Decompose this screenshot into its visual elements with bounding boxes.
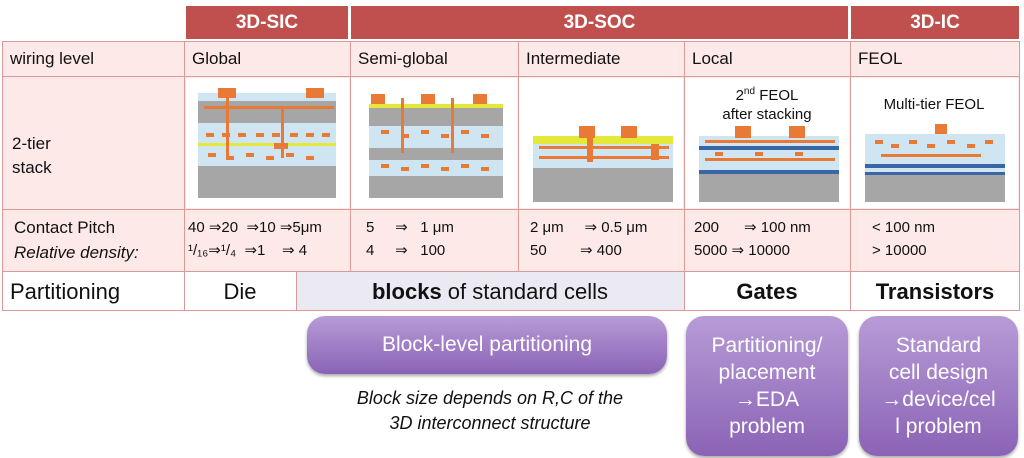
grid-line: [2, 76, 1019, 77]
partition-transistors: Transistors: [875, 278, 995, 304]
grid-line: [2, 271, 1019, 272]
stack-image-global: [186, 78, 349, 208]
pitch-local-l2: 5000 ⇒ 10000: [694, 242, 790, 259]
stack-image-semi-global: [351, 78, 517, 208]
wiring-global: Global: [192, 49, 242, 68]
blocks-bold-text: blocks: [371, 278, 442, 304]
relative-density-label: Relative density:: [14, 243, 139, 262]
intermediate-stack-diagram: [533, 126, 673, 202]
pitch-feol-l1: < 100 nm: [872, 219, 935, 236]
pitch-local-l1: 200 ⇒ 100 nm: [694, 219, 811, 236]
header-3d-sic: 3D-SIC: [186, 6, 348, 39]
row-wiring-level-bg: [2, 42, 1019, 76]
header-3d-soc: 3D-SOC: [351, 6, 848, 39]
stack-image-feol: [851, 78, 1018, 208]
partition-die: Die: [223, 278, 257, 304]
stack-image-intermediate: [519, 78, 683, 208]
partitioning-label: Partitioning: [10, 278, 121, 304]
global-stack-diagram: [198, 88, 336, 198]
blocks-rest-text: of standard cells: [441, 278, 608, 304]
stack-label-line2: stack: [12, 158, 52, 177]
local-caption: 2nd FEOL after stacking: [722, 86, 812, 123]
grid-line: [850, 41, 851, 311]
block-level-partitioning-pill: Block-level partitioning: [307, 316, 667, 374]
grid-line: [2, 41, 1019, 42]
pitch-global-l2: ¹/₁₆⇒¹/₄ ⇒1 ⇒ 4: [188, 242, 308, 259]
grid-line: [2, 41, 3, 311]
pitch-inter-l2: 50 ⇒ 400: [530, 242, 622, 259]
stack-image-local: [685, 78, 849, 208]
row-pitch-bg: [2, 210, 1019, 271]
grid-line: [350, 41, 351, 272]
wiring-semi-global: Semi-global: [358, 49, 448, 68]
pitch-semi-l1: 5 ⇒ 1 μm: [366, 219, 454, 236]
feol-caption: Multi-tier FEOL: [883, 96, 985, 113]
contact-pitch-label: Contact Pitch: [14, 218, 116, 237]
eda-problem-pill: Partitioning/ placement →EDA problem: [686, 316, 848, 456]
grid-line: [2, 209, 1019, 210]
wiring-level-label: wiring level: [10, 49, 95, 68]
pitch-global-l1: 40 ⇒20 ⇒10 ⇒5μm: [188, 219, 322, 236]
blocks-highlight: [297, 272, 684, 310]
device-problem-pill: Standard cell design →device/cel l probl…: [859, 316, 1018, 456]
pitch-inter-l1: 2 μm ⇒ 0.5 μm: [530, 219, 648, 236]
pitch-semi-l2: 4 ⇒ 100: [366, 242, 446, 259]
pitch-feol-l2: > 10000: [872, 242, 927, 259]
block-size-note: Block size depends on R,C of the 3D inte…: [356, 388, 624, 433]
partition-gates: Gates: [736, 278, 798, 304]
header-3d-ic: 3D-IC: [851, 6, 1019, 39]
wiring-local: Local: [692, 49, 733, 68]
grid-line: [1019, 41, 1020, 311]
stack-label-line1: 2-tier: [12, 134, 51, 153]
wiring-feol: FEOL: [858, 49, 903, 68]
grid-line: [184, 41, 185, 311]
semi-global-stack-diagram: [369, 94, 503, 198]
wiring-intermediate: Intermediate: [526, 49, 621, 68]
grid-line: [684, 41, 685, 311]
feol-stack-diagram: [865, 124, 1005, 202]
grid-line: [518, 41, 519, 272]
local-stack-diagram: [699, 126, 839, 202]
partition-blocks: blocks of standard cells: [298, 273, 682, 310]
grid-line: [2, 310, 1019, 311]
grid-line: [296, 271, 297, 311]
